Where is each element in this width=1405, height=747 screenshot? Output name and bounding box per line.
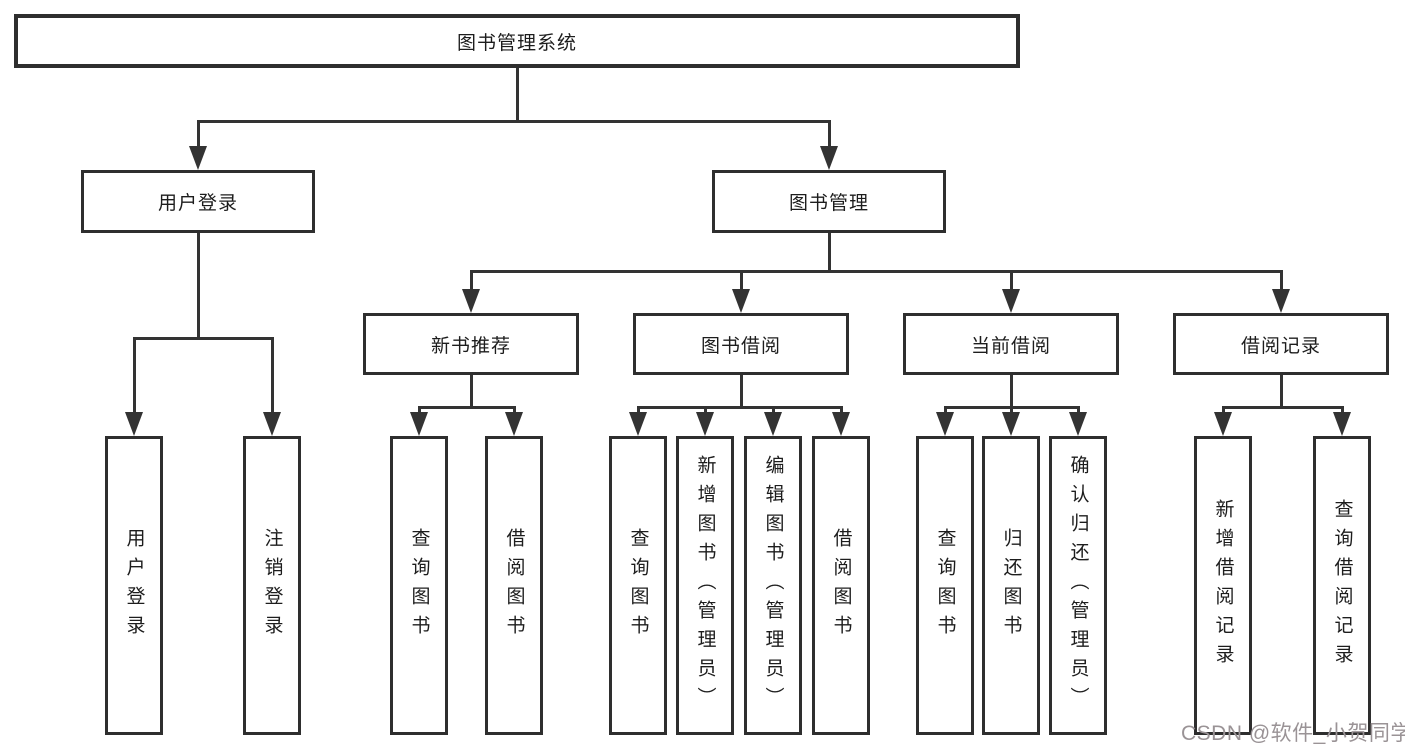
leaf-user-login: 用户登录 — [105, 436, 163, 735]
connector-line — [196, 121, 200, 152]
node-book-borrowing: 图书借阅 — [633, 313, 849, 375]
leaf-label: 注销登录 — [261, 527, 283, 644]
node-current-borrowing: 当前借阅 — [903, 313, 1119, 375]
leaf-label: 确认归还（管理员） — [1067, 455, 1089, 716]
leaf-edit-books-admin: 编辑图书（管理员） — [744, 436, 802, 735]
arrow-down-icon — [1069, 412, 1087, 436]
arrow-down-icon — [189, 146, 207, 170]
arrow-down-icon — [263, 412, 281, 436]
node-label: 当前借阅 — [970, 335, 1051, 357]
leaf-label: 借阅图书 — [503, 527, 525, 644]
leaf-borrow-books-2: 借阅图书 — [812, 436, 870, 735]
arrow-down-icon — [936, 412, 954, 436]
connector-line — [1009, 271, 1013, 295]
node-borrow-records: 借阅记录 — [1173, 313, 1389, 375]
leaf-logout: 注销登录 — [243, 436, 301, 735]
leaf-add-books-admin: 新增图书（管理员） — [676, 436, 734, 735]
arrow-down-icon — [732, 289, 750, 313]
connector-line — [739, 375, 743, 407]
connector-line — [469, 269, 1283, 273]
connector-line — [469, 375, 473, 407]
arrow-down-icon — [125, 412, 143, 436]
connector-line — [469, 271, 473, 295]
leaf-label: 查询图书 — [627, 527, 649, 644]
connector-line — [515, 68, 519, 121]
node-book-management: 图书管理 — [712, 170, 946, 233]
connector-line — [132, 336, 274, 340]
node-new-book-recommend: 新书推荐 — [363, 313, 579, 375]
leaf-query-books-1: 查询图书 — [390, 436, 448, 735]
arrow-down-icon — [629, 412, 647, 436]
arrow-down-icon — [1002, 412, 1020, 436]
connector-line — [739, 271, 743, 295]
leaf-label: 查询借阅记录 — [1331, 498, 1353, 673]
node-library-system: 图书管理系统 — [14, 14, 1020, 68]
leaf-query-books-2: 查询图书 — [609, 436, 667, 735]
leaf-query-books-3: 查询图书 — [916, 436, 974, 735]
leaf-label: 查询图书 — [408, 527, 430, 644]
node-label: 新书推荐 — [430, 335, 511, 357]
leaf-label: 新增图书（管理员） — [694, 455, 716, 716]
connector-line — [1221, 405, 1344, 409]
arrow-down-icon — [505, 412, 523, 436]
connector-line — [636, 405, 843, 409]
arrow-down-icon — [462, 289, 480, 313]
leaf-label: 借阅图书 — [830, 527, 852, 644]
arrow-down-icon — [764, 412, 782, 436]
leaf-query-borrow-record: 查询借阅记录 — [1313, 436, 1371, 735]
connector-line — [827, 233, 831, 271]
node-label: 借阅记录 — [1240, 335, 1321, 357]
leaf-confirm-return-admin: 确认归还（管理员） — [1049, 436, 1107, 735]
arrow-down-icon — [1214, 412, 1232, 436]
connector-line — [196, 119, 831, 123]
leaf-borrow-books-1: 借阅图书 — [485, 436, 543, 735]
arrow-down-icon — [832, 412, 850, 436]
node-label: 图书管理系统 — [456, 32, 577, 54]
node-label: 图书借阅 — [700, 335, 781, 357]
connector-line — [196, 233, 200, 338]
leaf-label: 归还图书 — [1000, 527, 1022, 644]
connector-line — [132, 338, 136, 418]
node-user-login: 用户登录 — [81, 170, 315, 233]
connector-line — [270, 338, 274, 418]
leaf-label: 编辑图书（管理员） — [762, 455, 784, 716]
arrow-down-icon — [1333, 412, 1351, 436]
leaf-return-books: 归还图书 — [982, 436, 1040, 735]
leaf-label: 查询图书 — [934, 527, 956, 644]
arrow-down-icon — [820, 146, 838, 170]
leaf-label: 新增借阅记录 — [1212, 498, 1234, 673]
arrow-down-icon — [1002, 289, 1020, 313]
connector-line — [1009, 375, 1013, 407]
leaf-label: 用户登录 — [123, 527, 145, 644]
arrow-down-icon — [1272, 289, 1290, 313]
connector-line — [827, 121, 831, 152]
arrow-down-icon — [410, 412, 428, 436]
leaf-add-borrow-record: 新增借阅记录 — [1194, 436, 1252, 735]
connector-line — [417, 405, 516, 409]
connector-line — [1279, 375, 1283, 407]
arrow-down-icon — [696, 412, 714, 436]
watermark: CSDN @软件_小贺同学 — [1181, 722, 1405, 745]
connector-line — [1279, 271, 1283, 295]
node-label: 图书管理 — [788, 193, 869, 214]
node-label: 用户登录 — [157, 193, 238, 214]
